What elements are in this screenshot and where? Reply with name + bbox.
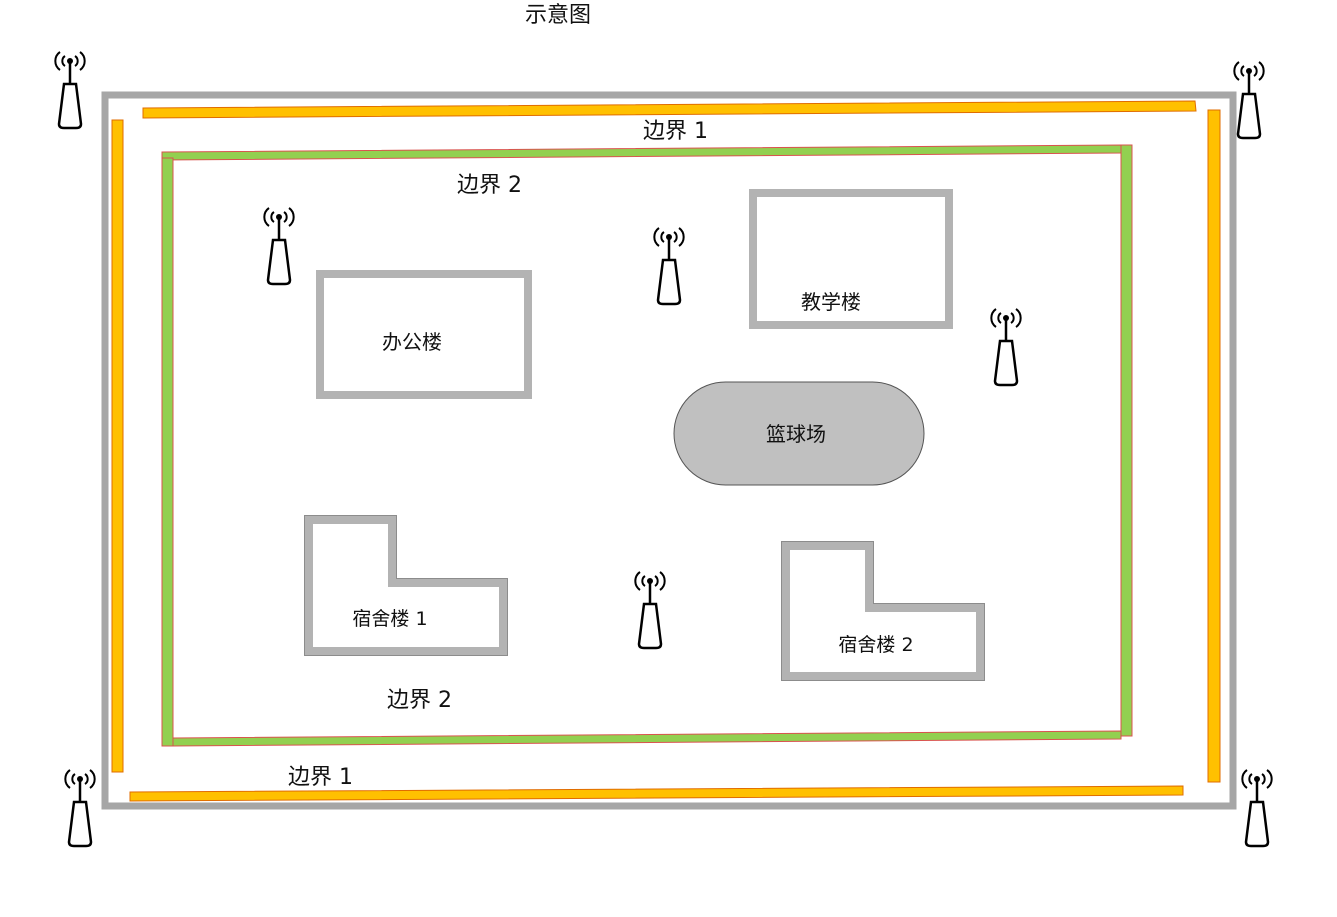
boundary-1-top-strip bbox=[142, 100, 1197, 119]
outer-wall bbox=[101, 91, 1237, 810]
boundary-2 bbox=[161, 144, 1133, 747]
dormitory-1 bbox=[304, 515, 508, 656]
diagram-title: 示意图 bbox=[525, 3, 591, 28]
boundary-2-left-strip bbox=[161, 157, 174, 747]
teaching-building-label: 教学楼 bbox=[801, 290, 861, 314]
antenna-icon bbox=[634, 570, 666, 650]
boundary-1-label-bottom: 边界 1 bbox=[288, 765, 353, 790]
basketball-court-label: 篮球场 bbox=[766, 422, 826, 446]
office-building bbox=[316, 270, 532, 399]
boundary-2-right-strip bbox=[1120, 144, 1133, 737]
dormitory-2 bbox=[781, 541, 985, 681]
boundary-1-bottom-strip bbox=[129, 785, 1184, 802]
basketball-court bbox=[673, 381, 925, 486]
dormitory-2-label: 宿舍楼 2 bbox=[838, 634, 913, 656]
antenna-icon bbox=[1241, 768, 1273, 848]
dormitory-1-floor bbox=[313, 524, 499, 647]
antenna-icon bbox=[990, 307, 1022, 387]
antenna-icon bbox=[64, 768, 96, 848]
boundary-1-left-strip bbox=[111, 119, 124, 773]
boundary-1 bbox=[111, 100, 1221, 802]
antenna-icon bbox=[653, 226, 685, 306]
boundary-2-label-top: 边界 2 bbox=[457, 173, 522, 198]
boundary-1-label-top: 边界 1 bbox=[643, 119, 708, 144]
antenna-icon bbox=[54, 50, 86, 130]
dormitory-1-label: 宿舍楼 1 bbox=[352, 608, 427, 630]
antenna-icon bbox=[263, 206, 295, 286]
boundary-2-top-strip bbox=[161, 144, 1123, 161]
boundary-2-label-bottom: 边界 2 bbox=[387, 688, 452, 713]
antenna-icon bbox=[1233, 60, 1265, 140]
boundary-2-bottom-strip bbox=[172, 730, 1122, 747]
dormitory-2-floor bbox=[790, 550, 976, 672]
boundary-1-right-strip bbox=[1207, 109, 1221, 783]
teaching-building bbox=[749, 189, 953, 329]
office-building-label: 办公楼 bbox=[382, 330, 442, 354]
